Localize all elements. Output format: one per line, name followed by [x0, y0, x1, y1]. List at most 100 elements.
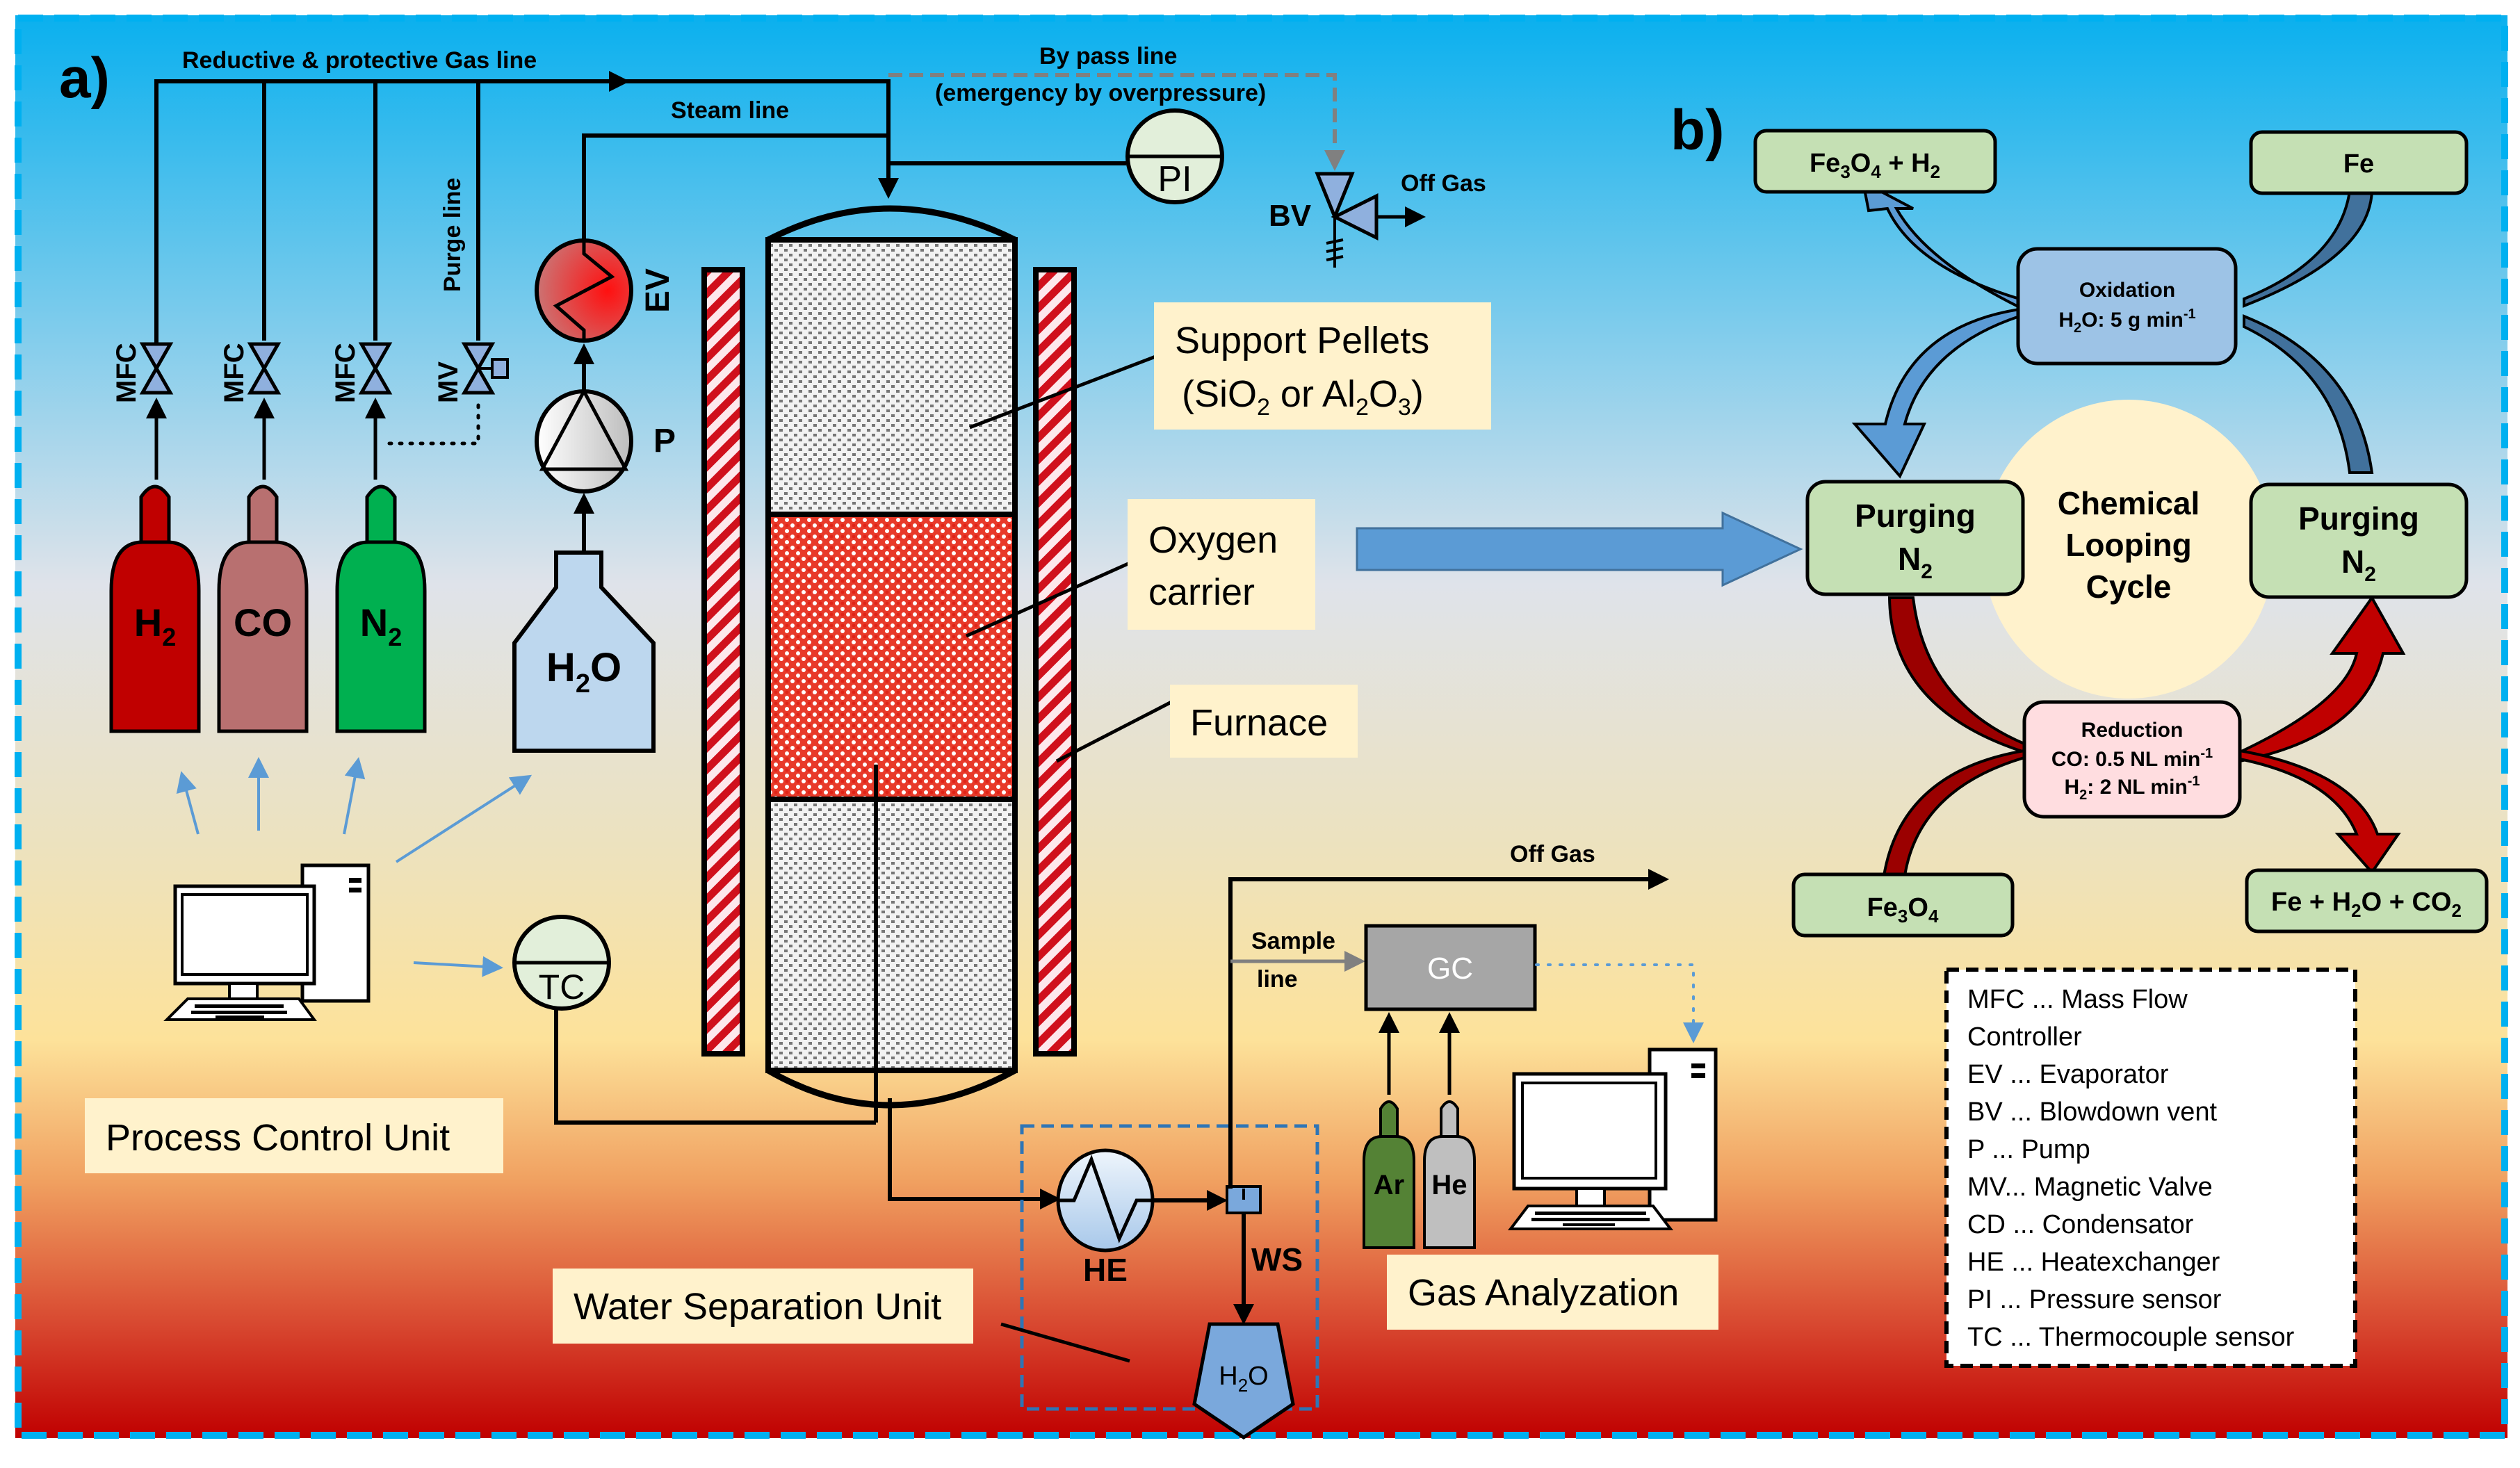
- formula-part: Fe: [1810, 149, 1840, 178]
- svg-text:H2O: H2O: [546, 645, 621, 699]
- furnace-wall-left: [701, 267, 745, 1057]
- valve-mfc-2: MFC: [219, 342, 282, 480]
- condensate-label: H: [1219, 1362, 1237, 1391]
- valve-mfc-1: MFC: [111, 342, 174, 480]
- reduction-title: Reduction: [2081, 719, 2184, 742]
- pump: P: [535, 387, 676, 553]
- oxidation-arrows: [1851, 179, 2374, 479]
- valve-mv-4: MV: [433, 342, 509, 403]
- cylinder-label: CO: [234, 601, 292, 644]
- svg-text:Fe + H2O + CO2: Fe + H2O + CO2: [2271, 888, 2462, 921]
- heat-exchanger: HE: [1056, 1148, 1155, 1288]
- water-separation-pointer: [1000, 1322, 1130, 1363]
- sub: 3: [1898, 906, 1908, 927]
- water-tank-tail: O: [590, 645, 621, 690]
- off-gas-bottom-label: Off Gas: [1510, 841, 1595, 867]
- sub: 2: [2351, 900, 2361, 921]
- legend-item: TC ... Thermocouple sensor: [1967, 1323, 2295, 1352]
- sample-line-label-1: Sample: [1251, 928, 1335, 954]
- water-separation-box: [1020, 1124, 1319, 1411]
- box-fe3o4: Fe3O4: [1791, 872, 2015, 938]
- carrier-cylinder-he: He: [1423, 1012, 1476, 1249]
- furnace-label: Furnace: [1190, 702, 1328, 744]
- sub: 2: [2074, 320, 2081, 336]
- legend-item: HE ... Heatexchanger: [1967, 1248, 2220, 1277]
- svg-text:N2: N2: [1898, 541, 1933, 583]
- legend-item: P ... Pump: [1967, 1135, 2090, 1164]
- box-fe-label: Fe: [2343, 149, 2374, 179]
- panel-a-label: a): [59, 47, 110, 110]
- support-pellets-label: Support Pellets: [1175, 320, 1429, 361]
- carrier-cylinder-ar: Ar: [1363, 1012, 1415, 1249]
- reactor: [765, 205, 1018, 1109]
- off-gas-line: [1228, 869, 1669, 1189]
- sub: 2: [1356, 394, 1369, 421]
- purging-right-gas: N: [2341, 544, 2364, 580]
- bypass-line: [888, 73, 1345, 171]
- heat-exchanger-tag: HE: [1083, 1252, 1128, 1288]
- svg-text:H2: H2: [134, 601, 176, 651]
- box-purging-right: Purging N2: [2249, 482, 2469, 599]
- process-control-computer: [163, 863, 371, 1021]
- pump-tag: P: [653, 423, 676, 459]
- cycle-label-1: Chemical: [2058, 485, 2200, 521]
- process-control-unit-box: [85, 1098, 503, 1173]
- box-fe: Fe: [2249, 130, 2469, 195]
- a-to-b-arrow: [1356, 511, 1803, 587]
- sub: 2: [2451, 900, 2461, 921]
- sub: 2: [2079, 788, 2087, 803]
- valve-tag: MFC: [330, 343, 361, 403]
- callout-support-pellets: Support Pellets (SiO2 or Al2O3): [969, 302, 1491, 430]
- svg-text:H2O: 5 g min-1: H2O: 5 g min-1: [2058, 307, 2195, 336]
- valve-group: MFC MFC MFC MV: [111, 342, 509, 480]
- sub: 4: [1871, 161, 1881, 182]
- legend-item: EV ... Evaporator: [1967, 1060, 2169, 1089]
- sup: -1: [2200, 746, 2213, 761]
- gas-cylinder-n2: N2: [335, 484, 427, 733]
- pressure-sensor-tag: PI: [1157, 159, 1192, 199]
- water-tank-sub: 2: [576, 669, 590, 699]
- water-separation-unit-label: Water Separation Unit: [574, 1286, 941, 1328]
- water-separator-tag: WS: [1251, 1241, 1303, 1278]
- sub: 4: [1928, 906, 1939, 927]
- legend-item: BV ... Blowdown vent: [1967, 1098, 2218, 1127]
- sub: 2: [1921, 560, 1933, 583]
- formula-part: + H: [1881, 149, 1930, 178]
- sub: 2: [1257, 394, 1270, 421]
- water-separation-unit-box: [553, 1269, 973, 1344]
- cylinder-label: H: [134, 601, 162, 644]
- legend-item: Controller: [1967, 1022, 2082, 1052]
- pressure-sensor: PI: [1125, 108, 1224, 204]
- sub: 3: [1840, 161, 1850, 182]
- oxygen-carrier-label-2: carrier: [1148, 571, 1255, 613]
- evaporator-tag: EV: [640, 268, 676, 313]
- callout-furnace: Furnace: [1055, 685, 1358, 763]
- gc-label: GC: [1427, 952, 1473, 986]
- oxidation-box: Oxidation H2O: 5 g min-1: [2016, 247, 2238, 366]
- sup: -1: [2188, 774, 2200, 789]
- arrow-reduction-to-purge-right: [2238, 595, 2406, 763]
- legend-item: MV... Magnetic Valve: [1967, 1173, 2213, 1202]
- cycle-center: [1983, 400, 2275, 699]
- purging-left-gas: N: [1898, 541, 1921, 577]
- box-fe-h2o-co2: Fe + H2O + CO2: [2245, 868, 2489, 933]
- callout-oxygen-carrier: Oxygen carrier: [965, 499, 1315, 638]
- sub: 2: [162, 623, 176, 651]
- purging-left-label: Purging: [1855, 498, 1976, 534]
- steam-line: [582, 133, 1126, 240]
- water-tank-label: H: [546, 645, 576, 690]
- carrier-gas-label: He: [1431, 1170, 1467, 1200]
- formula-part: ): [1411, 373, 1424, 415]
- cycle-label-3: Cycle: [2086, 569, 2172, 605]
- formula-part: O: [1851, 149, 1871, 178]
- bypass-label-2: (emergency by overpressure): [935, 80, 1266, 106]
- formula-part: O: [1908, 893, 1928, 922]
- gas-chromatograph: GC: [1364, 924, 1537, 1011]
- arrow-fe-to-purge-right: [2243, 190, 2374, 308]
- panel-b-label: b): [1670, 99, 1724, 162]
- valve-tag: MV: [433, 361, 464, 403]
- oxygen-carrier-bed: [765, 512, 1018, 802]
- svg-text:Fe3O4 + H2: Fe3O4 + H2: [1810, 149, 1940, 182]
